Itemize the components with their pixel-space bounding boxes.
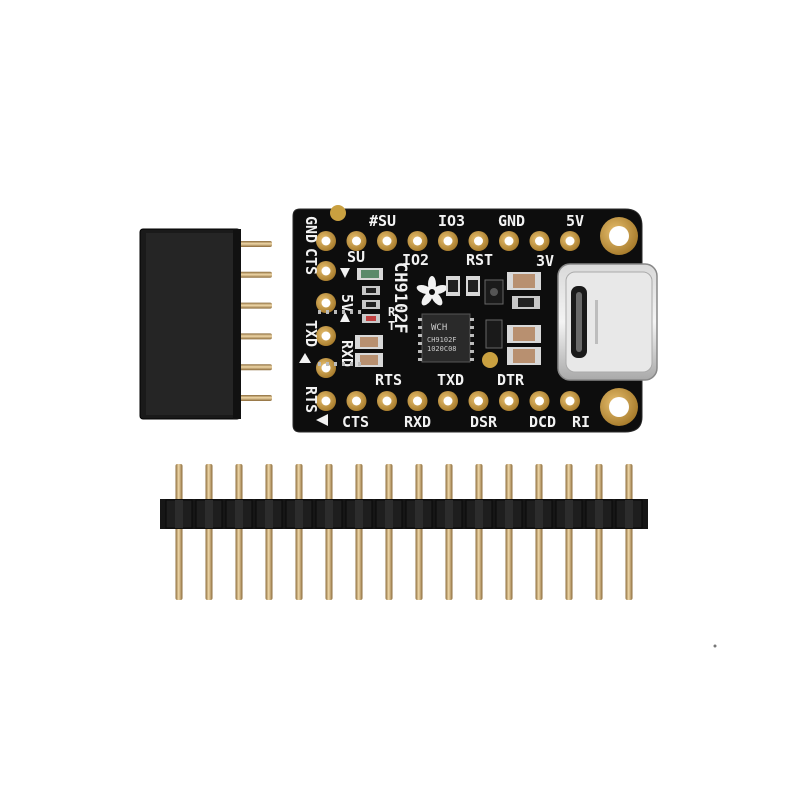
header-pin xyxy=(355,464,363,600)
mounting-hole xyxy=(600,388,638,426)
through-hole-pad xyxy=(560,231,580,251)
pin-header xyxy=(160,464,648,600)
through-hole-pad xyxy=(316,231,336,251)
mounting-hole xyxy=(600,217,638,255)
smd-components xyxy=(355,268,383,367)
arrow-mark xyxy=(340,312,350,322)
label-cts-left: CTS xyxy=(302,248,320,275)
through-hole-pad xyxy=(529,391,550,411)
header-pin xyxy=(295,464,303,600)
label-5v-top: 5V xyxy=(566,212,584,230)
header-pin xyxy=(535,464,543,600)
through-hole-pad xyxy=(499,231,519,251)
header-pin xyxy=(625,464,633,600)
smd-components xyxy=(446,272,541,365)
through-hole-pad xyxy=(407,391,428,411)
through-hole-pad xyxy=(346,231,367,251)
arrow-bottom-mark xyxy=(316,414,328,426)
arrow-mark xyxy=(340,268,350,278)
header-pin xyxy=(505,464,513,600)
label-io2: IO2 xyxy=(402,251,429,269)
label-io3: IO3 xyxy=(438,212,465,230)
header-pin xyxy=(415,464,423,600)
socket-pin xyxy=(236,241,272,247)
header-pin xyxy=(235,464,243,600)
header-pin xyxy=(325,464,333,600)
label-txd-inner: TXD xyxy=(437,371,464,389)
through-hole-pad xyxy=(346,391,367,411)
through-hole-pad xyxy=(316,326,336,346)
through-hole-pad xyxy=(407,231,428,251)
label-3v: 3V xyxy=(536,252,554,270)
label-dsr: DSR xyxy=(470,413,498,431)
fiducial xyxy=(482,352,498,368)
led-label-r: R xyxy=(388,305,396,319)
label-gnd-top: GND xyxy=(498,212,525,230)
label-su-bar: #SU xyxy=(369,212,396,230)
through-hole-pad xyxy=(377,231,397,251)
arrow-left-mark xyxy=(299,353,311,363)
through-hole-pad xyxy=(316,358,336,378)
usb-c-connector xyxy=(557,263,658,381)
label-rts-left: RTS xyxy=(302,386,320,413)
label-rxd-inner: RXD xyxy=(338,340,356,367)
header-pin xyxy=(595,464,603,600)
chip-name-label: CH9102F xyxy=(390,262,410,334)
header-pin xyxy=(475,464,483,600)
through-hole-pad xyxy=(377,391,397,411)
header-pin xyxy=(385,464,393,600)
label-cts-bottom: CTS xyxy=(342,413,369,431)
through-hole-pad xyxy=(316,293,336,313)
adafruit-flower-icon xyxy=(416,276,448,306)
through-hole-pad xyxy=(499,391,519,411)
through-hole-pad xyxy=(468,231,489,251)
label-rxd-bottom: RXD xyxy=(404,413,431,431)
label-su: SU xyxy=(347,248,365,266)
led-label-t: T xyxy=(388,319,395,333)
label-rts-inner: RTS xyxy=(375,371,402,389)
pcb-board: #SU IO3 GND 5V GND CTS TXD RTS SU 5V RXD… xyxy=(292,205,658,433)
label-5v-inner: 5V xyxy=(338,294,356,312)
socket-pin xyxy=(236,395,272,401)
ic-logo: WCH xyxy=(431,323,447,333)
fiducial xyxy=(330,205,346,221)
socket-pin xyxy=(236,364,272,371)
header-pin xyxy=(265,464,273,600)
socket-header xyxy=(139,228,272,420)
socket-pin xyxy=(236,271,272,278)
through-hole-pad xyxy=(316,261,336,281)
socket-pin xyxy=(236,302,272,309)
header-pin xyxy=(205,464,213,600)
header-pin xyxy=(175,464,183,600)
through-hole-pad xyxy=(438,391,458,411)
through-hole-pad xyxy=(560,391,580,411)
ic-marking-1: CH9102F xyxy=(427,336,457,344)
label-dcd: DCD xyxy=(529,413,556,431)
label-ri: RI xyxy=(572,413,590,431)
header-pin xyxy=(565,464,573,600)
ic-marking-2: 1020C08 xyxy=(427,345,457,353)
through-hole-pad xyxy=(438,231,458,251)
label-gnd-left: GND xyxy=(302,216,320,243)
through-hole-pad xyxy=(529,231,550,251)
through-hole-pad xyxy=(468,391,489,411)
label-rst: RST xyxy=(466,251,493,269)
label-txd-left: TXD xyxy=(302,320,320,347)
main-ic-chip: WCH CH9102F 1020C08 xyxy=(318,310,474,366)
header-pin xyxy=(445,464,453,600)
through-hole-pad xyxy=(316,391,336,411)
socket-pin xyxy=(236,333,272,340)
label-dtr: DTR xyxy=(497,371,525,389)
